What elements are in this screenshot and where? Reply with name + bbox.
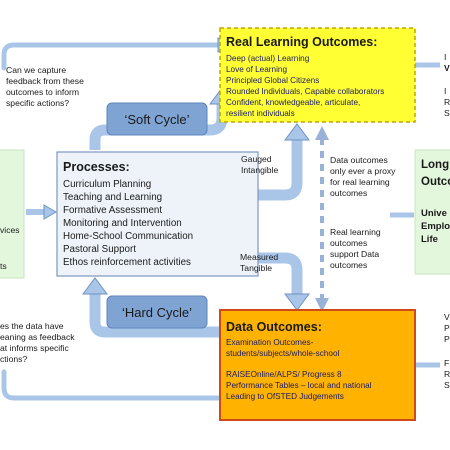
left-partial-box — [0, 149, 25, 279]
support-note-line: support Data — [330, 249, 379, 259]
real-learning-item: resilient individuals — [226, 109, 295, 118]
right-fragment: S — [444, 108, 450, 118]
support-note-line: outcomes — [330, 238, 367, 248]
processes-item: Home-School Communication — [63, 231, 193, 242]
long-term-title: Long — [421, 159, 449, 171]
right-fragment: P — [444, 334, 450, 344]
processes-item: Formative Assessment — [63, 205, 162, 216]
gauged-arrow — [258, 140, 303, 201]
real-learning-item: Principled Global Citizens — [226, 76, 319, 85]
left-question-top-line: Can we capture — [6, 65, 66, 75]
data-outcomes-line: Performance Tables – local and national — [226, 381, 372, 390]
data-outcomes-line: RAISEOnline/ALPS/ Progress 8 — [226, 370, 342, 379]
processes-item: Teaching and Learning — [63, 192, 162, 203]
processes-item: Pastoral Support — [63, 244, 136, 255]
left-question-top: Can we capture feedback from these outco… — [6, 65, 84, 108]
data-outcomes-line: students/subjects/whole-school — [226, 349, 340, 358]
left-question-bottom-line: eaning as feedback — [0, 332, 75, 342]
processes-item: Monitoring and Intervention — [63, 218, 182, 229]
data-outcomes-line: Leading to OfSTED Judgements — [226, 392, 344, 401]
hard-cycle-label-box — [106, 295, 208, 329]
long-term-item: Emplo — [421, 221, 450, 232]
processes-box — [56, 151, 259, 277]
left-question-bottom: es the data have eaning as feedback at i… — [0, 321, 75, 364]
real-learning-item: Love of Learning — [226, 65, 287, 74]
left-question-top-line: specific actions? — [6, 98, 69, 108]
hard-cycle-arrowhead — [82, 277, 108, 295]
feedback-loop-bottom-arrow — [1, 369, 225, 401]
long-term-item: Life — [421, 234, 438, 245]
soft-cycle-label-box — [106, 102, 208, 136]
hard-cycle-arrow — [89, 294, 222, 338]
input-arrowhead — [43, 204, 57, 220]
intangible-label: Intangible — [241, 165, 278, 175]
right-fragment: P — [444, 323, 450, 333]
proxy-note-line: for real learning — [330, 177, 390, 187]
right-fragment: I — [444, 52, 446, 62]
processes-title: Processes: — [63, 160, 130, 174]
real-learning-item: Rounded Individuals, Capable collaborato… — [226, 87, 384, 96]
tangible-label: Tangible — [240, 263, 272, 273]
right-fragment: R — [444, 97, 450, 107]
left-question-top-line: feedback from these — [6, 76, 84, 86]
right-fragment: F — [444, 358, 449, 368]
data-outcomes-box — [219, 309, 416, 421]
left-question-bottom-line: ctions? — [0, 354, 27, 364]
long-term-item: Unive — [421, 208, 447, 219]
data-outcomes-title: Data Outcomes: — [226, 320, 322, 334]
left-partial-box-text: vices — [0, 225, 20, 235]
support-note-line: Real learning — [330, 227, 381, 237]
left-question-top-line: outcomes to inform — [6, 87, 79, 97]
measured-arrow — [258, 252, 303, 294]
right-fragment: V — [444, 312, 450, 322]
right-fragment: I — [444, 86, 446, 96]
proxy-note-line: only ever a proxy — [330, 166, 396, 176]
left-question-bottom-line: at informs specific — [0, 343, 69, 353]
proxy-arrowhead-down — [315, 298, 329, 312]
right-fragment: V — [444, 63, 450, 73]
soft-cycle-label: ‘Soft Cycle’ — [124, 112, 189, 127]
real-learning-box — [219, 27, 416, 123]
measured-label: Measured — [240, 252, 278, 262]
real-learning-item: Deep (actual) Learning — [226, 54, 310, 63]
measured-arrowhead — [284, 293, 310, 311]
gauged-label: Gauged — [241, 154, 272, 164]
left-partial-box-text: ts — [0, 261, 7, 271]
right-fragment: S — [444, 380, 450, 390]
proxy-note-line: outcomes — [330, 188, 367, 198]
processes-item: Ethos reinforcement activities — [63, 257, 191, 268]
left-question-bottom-line: es the data have — [0, 321, 64, 331]
real-learning-item: Confident, knowledgeable, articulate, — [226, 98, 360, 107]
data-outcomes-line: Examination Outcomes- — [226, 338, 314, 347]
proxy-arrowhead-up — [315, 126, 329, 140]
long-term-title: Outco — [421, 176, 450, 188]
processes-item: Curriculum Planning — [63, 179, 151, 190]
hard-cycle-label: ‘Hard Cycle’ — [122, 305, 192, 320]
feedback-loop-top-arrow — [1, 42, 221, 71]
gauged-arrowhead — [284, 123, 310, 141]
proxy-note-line: Data outcomes — [330, 155, 388, 165]
support-note-line: outcomes — [330, 260, 367, 270]
long-term-box — [414, 149, 450, 275]
right-fragment: R — [444, 369, 450, 379]
real-learning-title: Real Learning Outcomes: — [226, 35, 377, 49]
